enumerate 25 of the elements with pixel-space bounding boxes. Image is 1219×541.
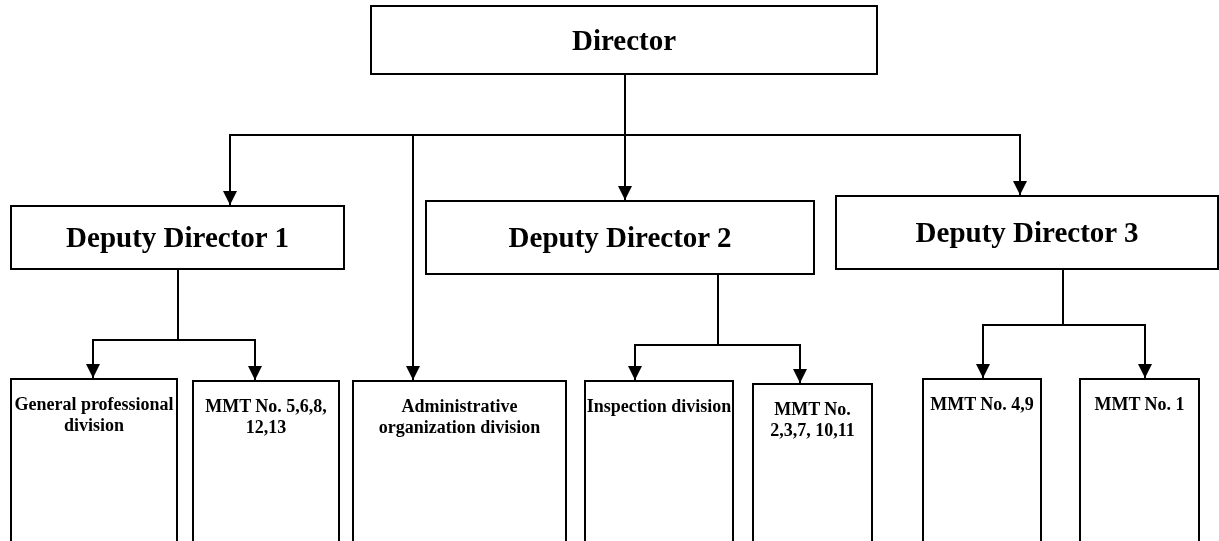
position-box: [370, 5, 878, 75]
unit-name: Inspection division: [586, 396, 732, 417]
position-title: Director: [571, 23, 677, 57]
unit-box: [1079, 378, 1200, 541]
unit-box: [10, 378, 178, 541]
position-title: Deputy Director 1: [66, 221, 289, 254]
unit-name: MMT No. 4,9: [930, 394, 1034, 415]
position-box: [10, 205, 345, 270]
connector-arrow: [717, 274, 807, 384]
position-title: Deputy Director 2: [508, 221, 732, 254]
connector-arrow: [177, 269, 262, 381]
unit-name: MMT No. 5,6,8, 12,13: [204, 396, 328, 438]
unit-box: [752, 383, 873, 541]
unit-name: Administrative organization division: [377, 396, 542, 438]
position-box: [425, 200, 815, 275]
unit-box: [584, 380, 734, 541]
unit-name: MMT No. 2,3,7, 10,11: [769, 399, 856, 441]
unit-box: [192, 380, 340, 541]
unit-name: General professional division: [13, 394, 175, 436]
position-box: [835, 195, 1219, 270]
unit-name: MMT No. 1: [1094, 394, 1185, 415]
unit-box: [922, 378, 1042, 541]
position-title: Deputy Director 3: [915, 216, 1139, 249]
unit-box: [352, 380, 567, 541]
connector-arrow: [1062, 269, 1152, 379]
